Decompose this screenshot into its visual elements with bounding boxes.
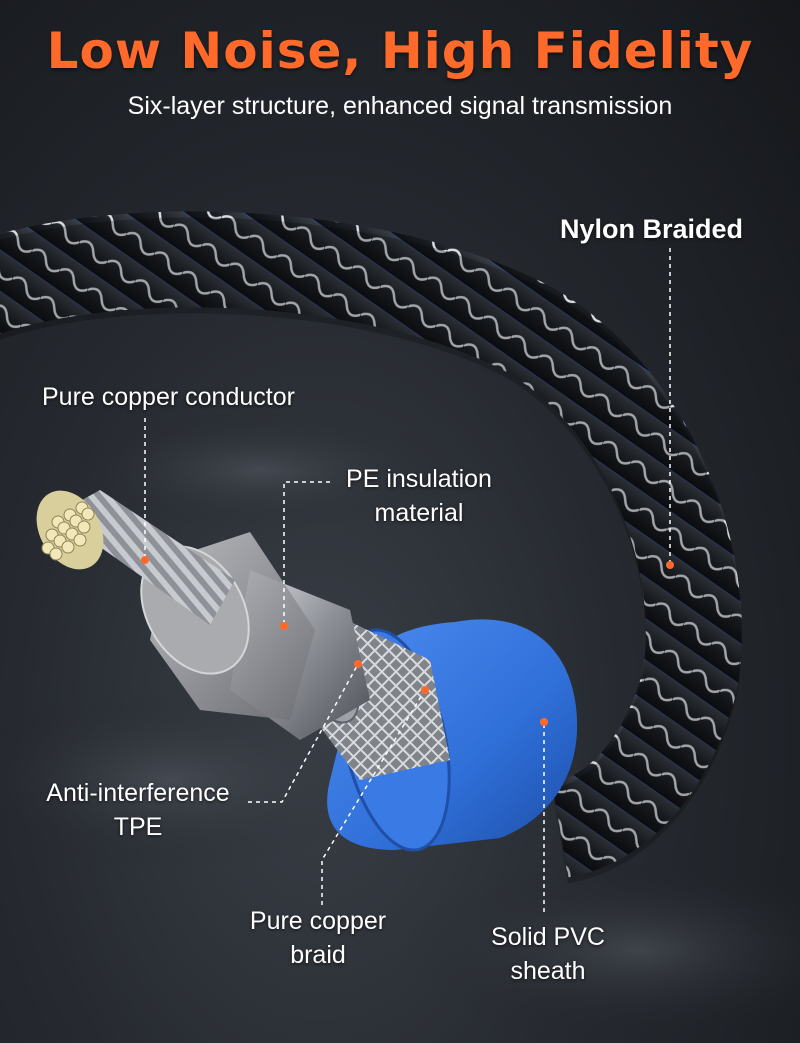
label-copper-braid: Pure copper braid [249,907,387,969]
pointer-dot-nylon [666,561,674,569]
label-anti-interference-tpe: Anti-interference TPE [46,779,230,841]
label-nylon-braided: Nylon Braided [560,214,744,244]
label-pvc-sheath: Solid PVC sheath [491,923,605,985]
label-copper-conductor: Pure copper conductor [42,383,295,411]
pointer-dot-pvc [540,718,548,726]
leader-braid [321,689,426,905]
background-rock [60,410,460,530]
pointer-dot-copper [141,556,149,564]
label-pe-insulation: PE insulation material [346,465,492,527]
background-rock [0,690,390,870]
pointer-dot-pe [280,622,288,630]
background-rock [400,860,800,1040]
leader-tpe [248,663,359,803]
cable-shading [0,217,742,884]
pointer-dot-tpe [354,660,362,668]
page-title: Low Noise, High Fidelity [46,22,754,80]
page-subtitle: Six-layer structure, enhanced signal tra… [127,92,673,120]
pointer-dot-braid [421,686,429,694]
